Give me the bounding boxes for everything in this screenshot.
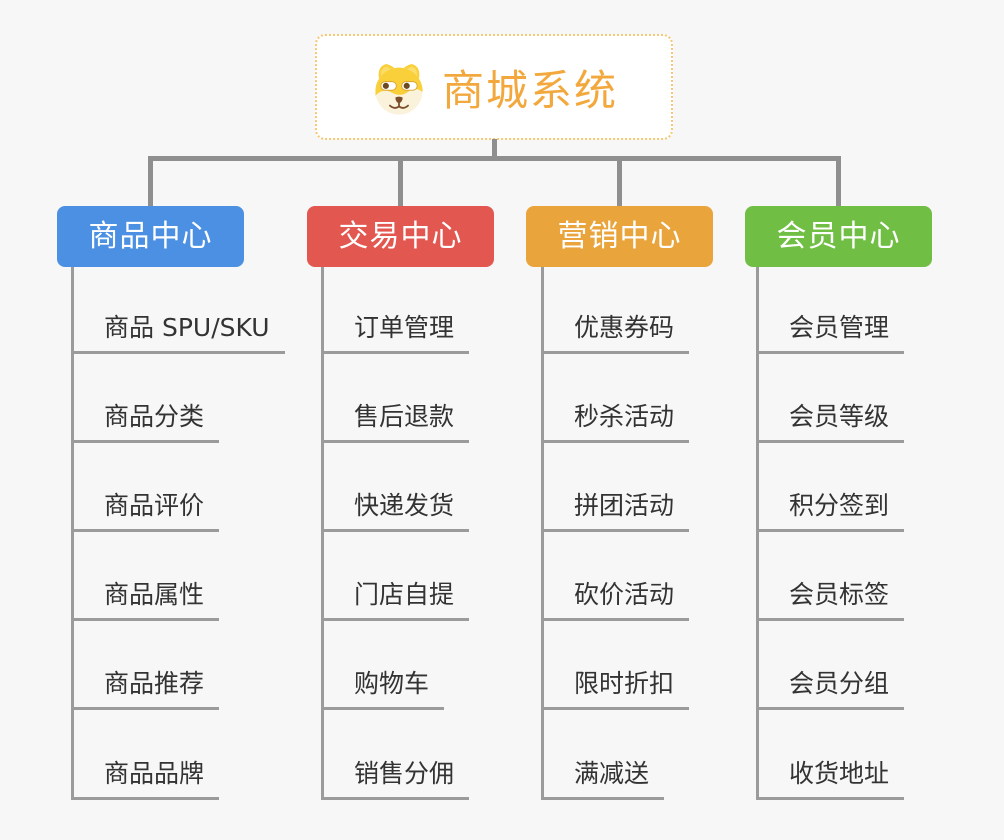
- leaf-node[interactable]: 限时折扣: [541, 664, 690, 710]
- dog-icon: [375, 63, 423, 115]
- branch-header-trade-center[interactable]: 交易中心: [307, 206, 494, 267]
- leaf-node[interactable]: 会员管理: [756, 308, 905, 354]
- branch-header-member-center[interactable]: 会员中心: [745, 206, 932, 267]
- branch-column-marketing: 优惠券码 秒杀活动 拼团活动 砍价活动 限时折扣 满减送: [541, 267, 801, 800]
- root-title: 商城系统: [441, 65, 618, 115]
- leaf-node[interactable]: 砍价活动: [541, 575, 690, 621]
- leaf-node[interactable]: 商品属性: [71, 575, 220, 621]
- branch-line: [541, 267, 544, 800]
- leaf-node[interactable]: 快递发货: [321, 486, 470, 532]
- branch-line: [321, 267, 324, 800]
- branch-line: [71, 267, 74, 800]
- leaf-node[interactable]: 优惠券码: [541, 308, 690, 354]
- connector-drop-product: [148, 156, 153, 208]
- leaf-node[interactable]: 会员等级: [756, 397, 905, 443]
- leaf-node[interactable]: 商品 SPU/SKU: [71, 308, 285, 354]
- connector-drop-member: [836, 156, 841, 208]
- leaf-node[interactable]: 订单管理: [321, 308, 470, 354]
- branch-column-product: 商品 SPU/SKU 商品分类 商品评价 商品属性 商品推荐 商品品牌: [71, 267, 331, 800]
- connector-horizontal: [148, 156, 841, 161]
- leaf-node[interactable]: 秒杀活动: [541, 397, 690, 443]
- branch-header-marketing-center[interactable]: 营销中心: [526, 206, 713, 267]
- leaf-node[interactable]: 积分签到: [756, 486, 905, 532]
- leaf-node[interactable]: 售后退款: [321, 397, 470, 443]
- leaf-node[interactable]: 销售分佣: [321, 754, 470, 800]
- leaf-node[interactable]: 会员分组: [756, 664, 905, 710]
- connector-drop-marketing: [617, 156, 622, 208]
- connector-drop-trade: [398, 156, 403, 208]
- leaf-node[interactable]: 购物车: [321, 664, 445, 710]
- leaf-node[interactable]: 门店自提: [321, 575, 470, 621]
- leaf-node[interactable]: 收货地址: [756, 754, 905, 800]
- connector-root-stem: [492, 139, 497, 157]
- branch-column-member: 会员管理 会员等级 积分签到 会员标签 会员分组 收货地址: [756, 267, 1004, 800]
- leaf-node[interactable]: 拼团活动: [541, 486, 690, 532]
- branch-line: [756, 267, 759, 800]
- branch-column-trade: 订单管理 售后退款 快递发货 门店自提 购物车 销售分佣: [321, 267, 581, 800]
- leaf-node[interactable]: 商品评价: [71, 486, 220, 532]
- root-node[interactable]: 商城系统: [315, 34, 673, 140]
- branch-header-product-center[interactable]: 商品中心: [57, 206, 244, 267]
- leaf-node[interactable]: 会员标签: [756, 575, 905, 621]
- leaf-node[interactable]: 商品分类: [71, 397, 220, 443]
- leaf-node[interactable]: 商品推荐: [71, 664, 220, 710]
- leaf-node[interactable]: 满减送: [541, 754, 665, 800]
- leaf-node[interactable]: 商品品牌: [71, 754, 220, 800]
